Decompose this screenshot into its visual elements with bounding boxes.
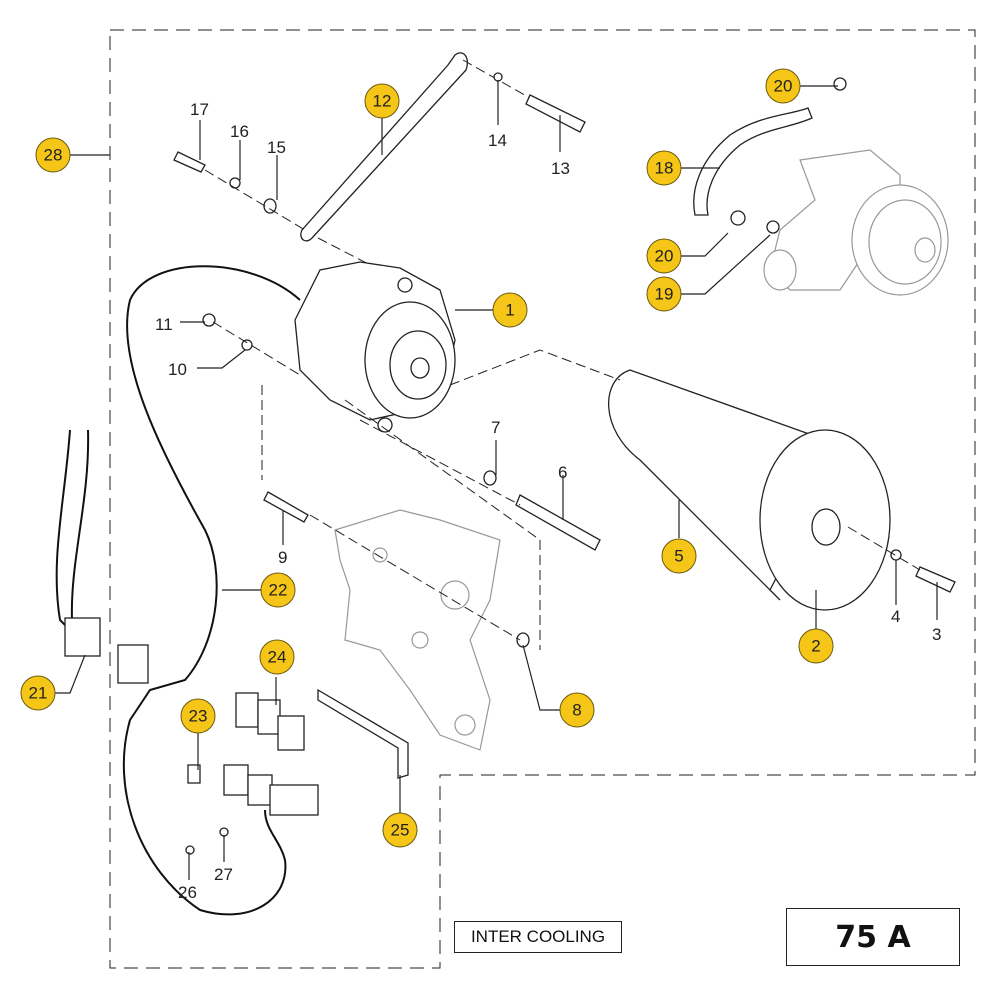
callout-18: 18 xyxy=(646,150,682,186)
svg-text:1: 1 xyxy=(505,301,514,320)
callout-24: 24 xyxy=(259,639,295,675)
kit-boundary xyxy=(109,29,976,969)
label-6: 6 xyxy=(558,463,567,482)
label-10: 10 xyxy=(168,360,187,379)
washer-4-drawing xyxy=(890,549,902,561)
clamp-lower-drawing xyxy=(730,210,746,226)
bolt-17-drawing xyxy=(173,151,206,173)
diagram-title-box: 75 A xyxy=(786,908,960,966)
fuse-drawing xyxy=(187,764,201,784)
clamp-top-drawing xyxy=(833,77,847,91)
washer-14-drawing xyxy=(493,72,503,82)
bolt-6-drawing xyxy=(515,494,601,551)
label-16: 16 xyxy=(230,122,249,141)
nut-11-drawing xyxy=(202,313,216,327)
callout-1: 1 xyxy=(492,292,528,328)
svg-text:8: 8 xyxy=(572,701,581,720)
washer-15-drawing xyxy=(263,198,277,214)
svg-text:25: 25 xyxy=(391,821,410,840)
svg-text:2: 2 xyxy=(811,637,820,656)
svg-text:19: 19 xyxy=(655,285,674,304)
label-15: 15 xyxy=(267,138,286,157)
svg-text:18: 18 xyxy=(655,159,674,178)
svg-text:12: 12 xyxy=(373,92,392,111)
washer-10-drawing xyxy=(241,339,253,351)
callout-20-top: 20 xyxy=(765,68,801,104)
connector-plug-drawing xyxy=(117,644,149,684)
label-4: 4 xyxy=(891,607,900,626)
connector-21-drawing xyxy=(64,617,101,657)
label-17: 17 xyxy=(190,100,209,119)
callout-19: 19 xyxy=(646,276,682,312)
callout-22: 22 xyxy=(260,572,296,608)
washer-8-drawing xyxy=(516,632,530,648)
mounting-casting-drawing xyxy=(334,509,501,751)
svg-text:5: 5 xyxy=(674,547,683,566)
relays-drawing xyxy=(223,692,319,816)
callout-12: 12 xyxy=(364,83,400,119)
bracket-drawing xyxy=(317,688,409,779)
fitting-drawing xyxy=(766,220,780,234)
callout-28: 28 xyxy=(35,137,71,173)
washer-16-drawing xyxy=(229,177,241,189)
svg-text:23: 23 xyxy=(189,707,208,726)
svg-text:22: 22 xyxy=(269,581,288,600)
svg-text:21: 21 xyxy=(29,684,48,703)
callout-5: 5 xyxy=(661,538,697,574)
label-27: 27 xyxy=(214,865,233,884)
harness-drawing xyxy=(122,265,301,916)
screw-26-drawing xyxy=(185,845,195,855)
spacer-9-drawing xyxy=(263,491,309,523)
label-7: 7 xyxy=(491,418,500,437)
label-13: 13 xyxy=(551,159,570,178)
callout-8: 8 xyxy=(559,692,595,728)
section-label-inter-cooling: INTER COOLING xyxy=(454,921,622,953)
water-pump-drawing xyxy=(763,149,949,296)
label-11: 11 xyxy=(155,315,173,334)
washer-7-drawing xyxy=(483,470,497,486)
nut-27-drawing xyxy=(219,827,229,837)
label-26: 26 xyxy=(178,883,197,902)
callout-23: 25 xyxy=(382,812,418,848)
callout-25: 23 xyxy=(180,698,216,734)
callout-2: 2 xyxy=(798,628,834,664)
alternator-drawing xyxy=(294,261,456,433)
part-number-labels: 17 16 15 14 13 11 10 7 6 9 4 3 26 27 xyxy=(155,100,941,902)
label-3: 3 xyxy=(932,625,941,644)
label-9: 9 xyxy=(278,548,287,567)
svg-text:20: 20 xyxy=(774,77,793,96)
bolt-13-drawing xyxy=(525,94,586,133)
hose-drawing xyxy=(693,107,813,216)
callout-21: 21 xyxy=(20,675,56,711)
strap-drawing xyxy=(300,52,469,242)
callout-20-lower: 20 xyxy=(646,238,682,274)
label-14: 14 xyxy=(488,131,507,150)
svg-text:20: 20 xyxy=(655,247,674,266)
svg-text:24: 24 xyxy=(268,648,287,667)
bolt-3-drawing xyxy=(915,566,956,593)
svg-text:28: 28 xyxy=(44,146,63,165)
leader-lines xyxy=(54,80,938,880)
callouts: 28 12 20 18 20 19 1 5 2 22 24 21 8 23 25 xyxy=(20,68,834,848)
